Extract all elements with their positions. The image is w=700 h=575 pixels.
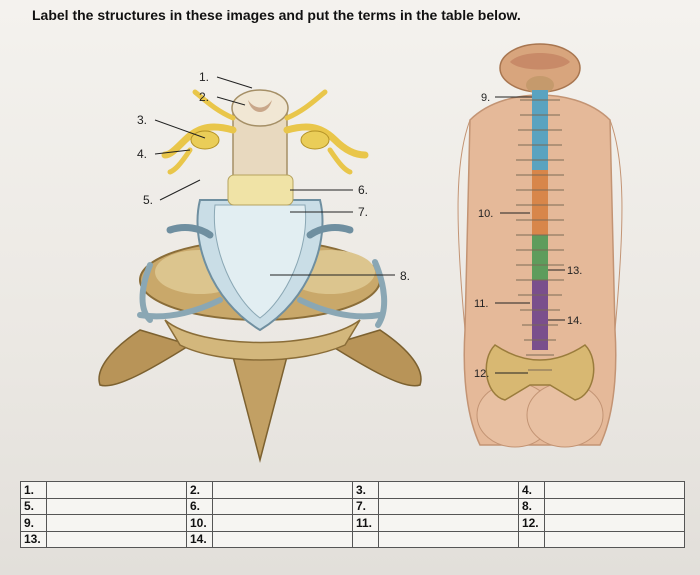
anatomy-figures: 1. 2. 3. 4. 5. 6. 7. 8. — [98, 43, 623, 463]
label-5: 5. — [143, 193, 153, 207]
label-2: 2. — [199, 90, 209, 104]
label-1: 1. — [199, 70, 209, 84]
table-row: 13. 14. — [20, 530, 686, 548]
answer-cell[interactable] — [45, 497, 187, 515]
table-cell-number: 6. — [185, 497, 213, 515]
table-cell-number: 1. — [20, 481, 47, 499]
label-4: 4. — [137, 147, 147, 161]
label-13: 13. — [567, 265, 582, 277]
right-leader-lines — [495, 96, 565, 374]
answer-cell[interactable] — [543, 481, 686, 499]
answer-cell[interactable] — [543, 514, 686, 532]
table-cell-number: 11. — [351, 514, 379, 532]
spinal-cord-cross-section-illustration — [98, 89, 422, 463]
label-8: 8. — [400, 269, 410, 283]
left-figure-labels: 1. 2. 3. 4. 5. 6. 7. 8. — [137, 70, 410, 283]
label-11: 11. — [474, 298, 488, 310]
label-6: 6. — [358, 183, 368, 197]
table-row: 1. 2. 3. 4. — [20, 481, 686, 499]
label-7: 7. — [358, 205, 368, 219]
left-leader-lines — [154, 76, 395, 276]
table-cell-number: 5. — [20, 497, 47, 515]
label-12: 12. — [474, 368, 489, 380]
table-cell-number: 13. — [20, 530, 47, 548]
label-10: 10. — [478, 208, 493, 220]
instructions-title: Label the structures in these images and… — [32, 7, 521, 23]
table-cell-number: 10. — [185, 514, 213, 532]
posterior-torso-illustration — [457, 43, 623, 448]
answer-cell[interactable] — [377, 530, 519, 548]
label-9: 9. — [481, 92, 490, 104]
table-cell-number: 14. — [185, 530, 213, 548]
table-cell-number: 8. — [517, 497, 545, 515]
answer-cell[interactable] — [45, 481, 187, 499]
label-3: 3. — [137, 113, 147, 127]
table-cell-number: 7. — [351, 497, 379, 515]
answer-cell[interactable] — [377, 497, 519, 515]
right-figure-labels: 9. 10. 11. 12. 13. 14. — [474, 92, 582, 380]
answer-cell[interactable] — [377, 514, 519, 532]
answer-cell[interactable] — [211, 514, 353, 532]
table-cell-number: 2. — [185, 481, 213, 499]
answer-cell[interactable] — [377, 481, 519, 499]
table-cell-number: 4. — [517, 481, 545, 499]
answer-cell[interactable] — [211, 497, 353, 515]
answer-cell[interactable] — [211, 530, 353, 548]
table-cell-number — [351, 530, 379, 548]
table-cell-number: 12. — [517, 514, 545, 532]
table-cell-number: 3. — [351, 481, 379, 499]
answer-cell[interactable] — [543, 497, 686, 515]
answer-cell[interactable] — [211, 481, 353, 499]
table-cell-number: 9. — [20, 514, 47, 532]
answer-cell[interactable] — [45, 530, 187, 548]
answer-cell[interactable] — [45, 514, 187, 532]
table-row: 5. 6. 7. 8. — [20, 497, 686, 515]
table-cell-number — [517, 530, 545, 548]
answer-cell[interactable] — [543, 530, 686, 548]
table-row: 9. 10. 11. 12. — [20, 514, 686, 532]
answer-table: 1. 2. 3. 4. 5. 6. 7. 8. 9. 10. 11. 12. 1… — [20, 481, 686, 548]
label-14: 14. — [567, 315, 582, 327]
